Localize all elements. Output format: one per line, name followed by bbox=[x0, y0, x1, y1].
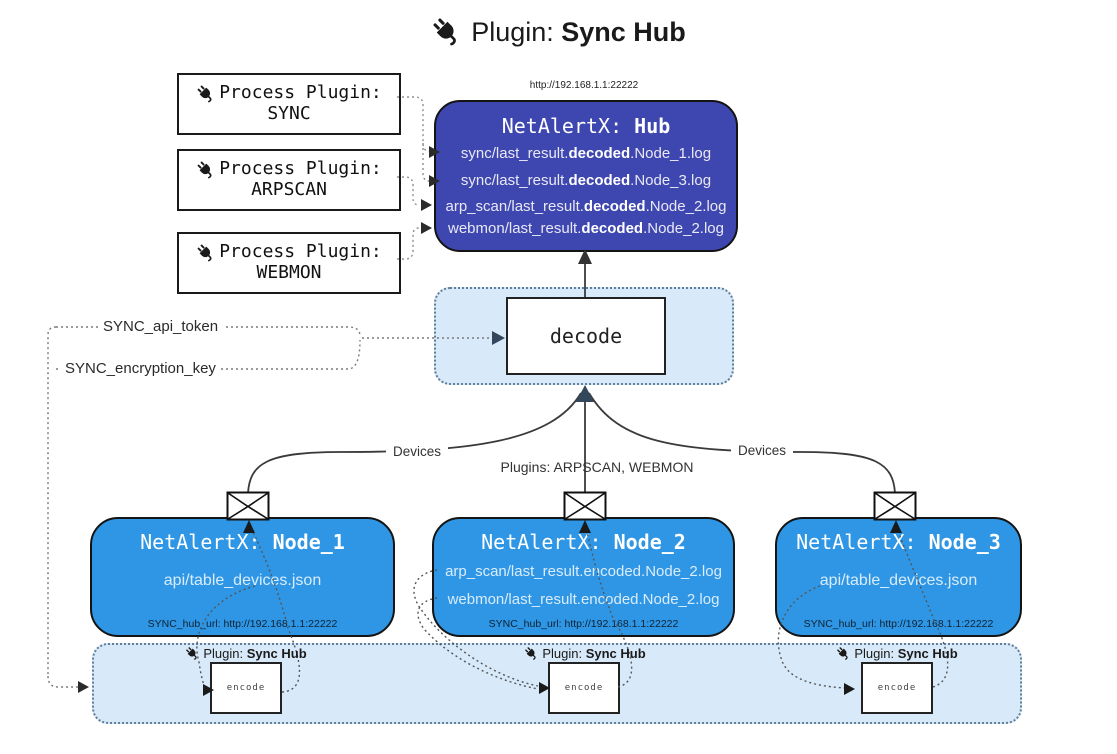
node-title: NetAlertX: Node_3 bbox=[796, 530, 1001, 554]
edge-label-devices-left: Devices bbox=[386, 444, 449, 459]
hub-box: NetAlertX: Hub sync/last_result.decoded.… bbox=[434, 100, 738, 252]
hub-url-label: http://192.168.1.1:22222 bbox=[529, 80, 639, 91]
node-file-line: api/table_devices.json bbox=[163, 572, 322, 589]
node-hub-url: SYNC_hub_url: http://192.168.1.1:22222 bbox=[147, 618, 338, 630]
node-file-line: webmon/last_result.encoded.Node_2.log bbox=[447, 591, 720, 608]
process-plugin-name: SYNC bbox=[267, 103, 311, 124]
page-title: Plugin: Sync Hub bbox=[0, 16, 1117, 48]
hub-log-line: sync/last_result.decoded.Node_1.log bbox=[460, 145, 712, 162]
edge-label-devices-right: Devices bbox=[731, 443, 794, 458]
plug-icon bbox=[525, 647, 536, 660]
encode-box: encode bbox=[861, 662, 933, 714]
node-file-line: arp_scan/last_result.encoded.Node_2.log bbox=[445, 563, 722, 580]
hub-log-line: arp_scan/last_result.decoded.Node_2.log bbox=[445, 198, 727, 215]
edge-sync-to-line2 bbox=[422, 143, 430, 182]
hub-log-line: sync/last_result.decoded.Node_3.log bbox=[460, 172, 712, 189]
node-file-line: api/table_devices.json bbox=[819, 572, 978, 589]
envelope-icon bbox=[563, 491, 607, 521]
page-title-text: Plugin: Sync Hub bbox=[471, 16, 686, 47]
encoder-plugin-label: Plugin: Sync Hub bbox=[156, 646, 336, 661]
encoder-plugin-label: Plugin: Sync Hub bbox=[495, 646, 675, 661]
process-plugin-label: Process Plugin: bbox=[219, 82, 382, 104]
edge-sync-to-line1 bbox=[397, 96, 430, 152]
encode-box: encode bbox=[548, 662, 620, 714]
process-plugin-name: WEBMON bbox=[256, 262, 322, 283]
edge-node1-to-decode bbox=[247, 392, 582, 494]
plug-icon bbox=[837, 647, 848, 660]
sync-encryption-key-label: SYNC_encryption_key bbox=[60, 360, 221, 378]
hub-title: NetAlertX: Hub bbox=[501, 114, 671, 138]
envelope-icon bbox=[873, 491, 917, 521]
process-plugin-box-arpscan: Process Plugin: ARPSCAN bbox=[177, 149, 401, 211]
process-plugin-box-webmon: Process Plugin: WEBMON bbox=[177, 232, 401, 294]
edge-secrets-to-encoders bbox=[47, 675, 80, 688]
arrowhead-hub-line3 bbox=[421, 199, 432, 211]
process-plugin-label: Process Plugin: bbox=[219, 158, 382, 180]
plug-icon bbox=[433, 18, 457, 46]
encoder-plugin-label: Plugin: Sync Hub bbox=[807, 646, 987, 661]
node-title: NetAlertX: Node_1 bbox=[140, 530, 345, 554]
node-box-node3: NetAlertX: Node_3 api/table_devices.json… bbox=[775, 517, 1022, 637]
process-plugin-name: ARPSCAN bbox=[251, 179, 327, 200]
arrowhead-secrets-encoders bbox=[78, 681, 89, 693]
node-hub-url: SYNC_hub_url: http://192.168.1.1:22222 bbox=[803, 618, 994, 630]
envelope-icon bbox=[226, 491, 270, 521]
process-plugin-label: Process Plugin: bbox=[219, 241, 382, 263]
arrowhead-hub-line4 bbox=[421, 222, 432, 234]
arrowhead-merge-to-decode bbox=[576, 385, 594, 402]
plug-icon bbox=[197, 161, 212, 179]
sync-api-token-label: SYNC_api_token bbox=[98, 318, 224, 336]
node-hub-url: SYNC_hub_url: http://192.168.1.1:22222 bbox=[488, 618, 679, 630]
edge-secrets-left bbox=[47, 326, 57, 676]
plug-icon bbox=[186, 647, 197, 660]
edge-label-plugins: Plugins: ARPSCAN, WEBMON bbox=[500, 459, 694, 475]
node-box-node1: NetAlertX: Node_1 api/table_devices.json… bbox=[90, 517, 395, 637]
node-box-node2: NetAlertX: Node_2 arp_scan/last_result.e… bbox=[432, 517, 735, 637]
plug-icon bbox=[197, 85, 212, 103]
process-plugin-box-sync: Process Plugin: SYNC bbox=[177, 73, 401, 135]
hub-log-line: webmon/last_result.decoded.Node_2.log bbox=[448, 220, 724, 237]
encode-box: encode bbox=[210, 662, 282, 714]
plug-icon bbox=[197, 244, 212, 262]
decode-box: decode bbox=[506, 297, 666, 375]
node-title: NetAlertX: Node_2 bbox=[481, 530, 686, 554]
